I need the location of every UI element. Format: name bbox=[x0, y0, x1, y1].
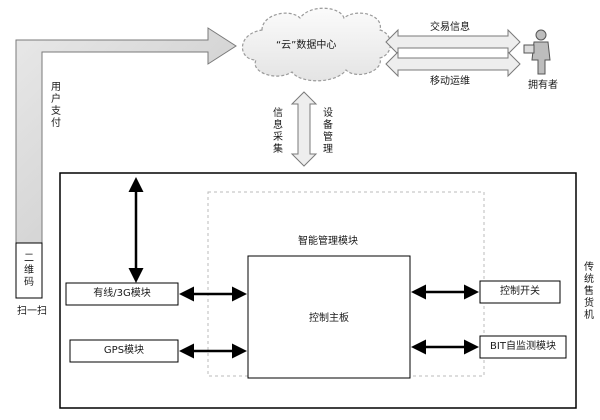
user-pay-label: 用户支付 bbox=[51, 82, 61, 129]
smart-module-label: 智能管理模块 bbox=[298, 236, 358, 247]
qr-code-box bbox=[15, 242, 43, 299]
control-switch-label: 控制开关 bbox=[500, 286, 540, 297]
bit-monitor-box bbox=[479, 335, 567, 359]
vending-machine-label: 传统售货机 bbox=[584, 262, 594, 321]
device-mgmt-label: 设备管理 bbox=[323, 108, 333, 155]
transaction-info-label: 交易信息 bbox=[430, 22, 470, 33]
wired-3g-module-box bbox=[65, 282, 179, 306]
gps-module-label: GPS模块 bbox=[103, 345, 145, 356]
scan-label: 扫一扫 bbox=[17, 306, 47, 317]
user-payment-flow-arrow bbox=[15, 27, 237, 244]
vending-machine-frame bbox=[59, 172, 577, 409]
info-collect-device-mgmt-arrow bbox=[290, 91, 318, 167]
control-board-label: 控制主板 bbox=[309, 313, 349, 324]
control-board-box bbox=[247, 255, 411, 379]
mobile-ops-arrow bbox=[385, 50, 521, 78]
wired-3g-module-label: 有线/3G模块 bbox=[93, 288, 151, 299]
control-switch-box bbox=[479, 280, 561, 304]
bit-monitor-label: BIT自监测模块 bbox=[490, 341, 556, 352]
gps-module-box bbox=[69, 339, 179, 363]
owner-label: 拥有者 bbox=[528, 80, 558, 91]
info-collect-label: 信息采集 bbox=[273, 108, 283, 155]
transaction-info-arrow bbox=[385, 28, 521, 56]
mobile-ops-label: 移动运维 bbox=[430, 76, 470, 87]
qr-box-label: 二维码 bbox=[24, 253, 34, 288]
cloud-data-center-shape bbox=[241, 7, 392, 82]
owner-person-icon bbox=[523, 29, 551, 75]
cloud-label: “云”数据中心 bbox=[276, 40, 337, 51]
